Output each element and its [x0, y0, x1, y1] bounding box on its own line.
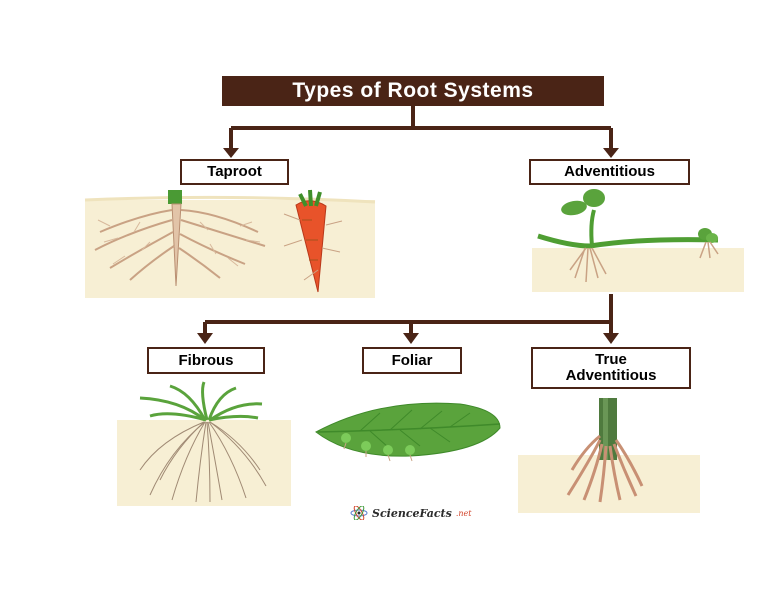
taproot-plant-illustration	[84, 190, 376, 298]
logo-text: ScienceFacts	[372, 506, 452, 520]
node-taproot: Taproot	[180, 159, 289, 185]
atom-logo-icon	[350, 506, 368, 520]
connector-title-to-level1	[229, 106, 613, 150]
node-true-adventitious: True Adventitious	[531, 347, 691, 389]
fibrous-root-illustration	[117, 381, 291, 506]
foliar-leaf-illustration	[315, 402, 501, 462]
carrot-illustration	[283, 189, 343, 293]
node-foliar: Foliar	[362, 347, 462, 374]
diagram-title: Types of Root Systems	[222, 76, 604, 106]
arrow-to-foliar-icon	[403, 333, 419, 344]
arrow-to-fibrous-icon	[197, 333, 213, 344]
logo-suffix: .net	[455, 508, 472, 518]
node-true-adventitious-line2: Adventitious	[565, 367, 657, 384]
connector-adventitious-to-level2	[203, 294, 613, 335]
adventitious-plant-illustration	[532, 189, 744, 292]
arrow-to-taproot-icon	[223, 148, 239, 158]
arrow-to-true-adventitious-icon	[603, 333, 619, 344]
arrow-to-adventitious-icon	[603, 148, 619, 158]
node-true-adventitious-line1: True	[595, 351, 627, 368]
sciencefacts-logo: ScienceFacts.net	[350, 506, 471, 520]
node-fibrous: Fibrous	[147, 347, 265, 374]
node-adventitious: Adventitious	[529, 159, 690, 185]
true-adventitious-root-illustration	[518, 398, 700, 513]
